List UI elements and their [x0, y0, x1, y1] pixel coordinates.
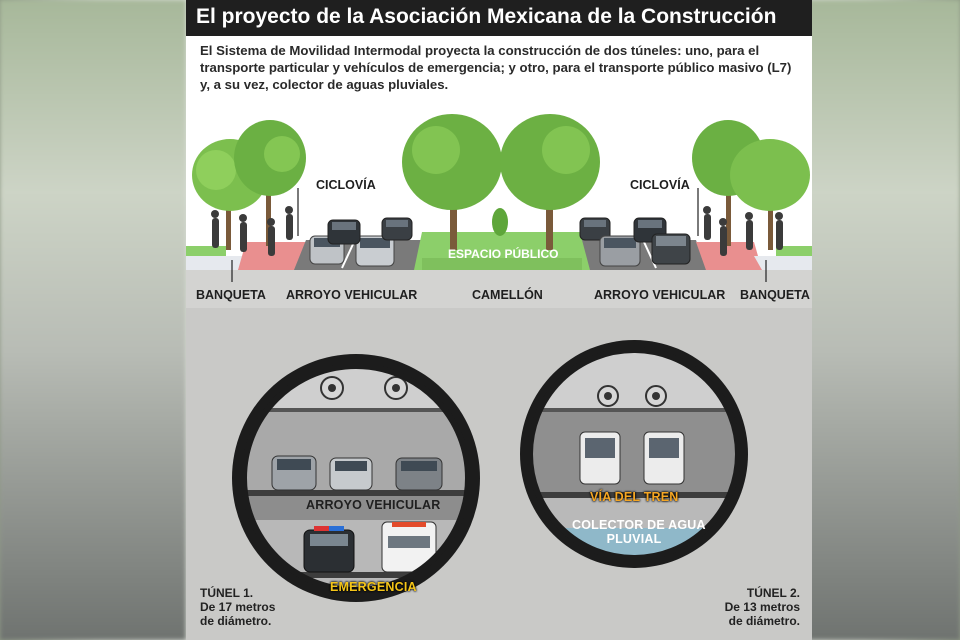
espacio-publico-label: ESPACIO PÚBLICO: [448, 247, 559, 261]
tunnel2-caption-line1: TÚNEL 2.: [746, 586, 800, 600]
infographic-panel: El proyecto de la Asociación Mexicana de…: [186, 0, 812, 640]
intro-paragraph: El Sistema de Movilidad Intermodal proye…: [200, 43, 792, 92]
street-cross-section: CICLOVÍA CICLOVÍA ESPACIO PÚBLICO BANQUE…: [186, 110, 812, 310]
tunnel2-lower-line2: PLUVIAL: [606, 532, 662, 546]
arroyo-left-label: ARROYO VEHICULAR: [286, 288, 418, 302]
tunnel2-upper-label: VÍA DEL TREN: [590, 490, 679, 504]
tree-right-group: [692, 120, 810, 250]
tunnel1-caption-line1: TÚNEL 1.: [200, 586, 254, 600]
tree-left-group: [192, 120, 306, 250]
tunnel1-lower-label: EMERGENCIA: [330, 580, 417, 594]
street-illustration: [186, 110, 812, 310]
tunnel2-caption-line2: De 13 metros: [724, 600, 800, 614]
ciclovia-right-label: CICLOVÍA: [630, 178, 690, 192]
tunnel1-caption-line2: De 17 metros: [200, 600, 276, 614]
camellon-label: CAMELLÓN: [472, 288, 543, 302]
tunnel2-lower-line1: COLECTOR DE AGUA: [572, 518, 706, 532]
tunnel2-caption-line3: de diámetro.: [728, 614, 800, 628]
title-bar: El proyecto de la Asociación Mexicana de…: [186, 0, 812, 36]
tunnel1-caption-line3: de diámetro.: [200, 614, 272, 628]
pedestrians-right: [703, 206, 783, 256]
page-title: El proyecto de la Asociación Mexicana de…: [196, 5, 777, 28]
tree-center-group: [402, 114, 600, 250]
tunnel1-upper-label: ARROYO VEHICULAR: [306, 498, 441, 512]
ciclovia-left-label: CICLOVÍA: [316, 178, 376, 192]
arroyo-right-label: ARROYO VEHICULAR: [594, 288, 726, 302]
tunnels-illustration: [232, 340, 748, 602]
cars-left: [309, 217, 413, 267]
tunnel2-lower-label: COLECTOR DE AGUA PLUVIAL: [572, 518, 706, 546]
banqueta-left-label: BANQUETA: [196, 288, 266, 302]
tunnel1-caption: TÚNEL 1. De 17 metros de diámetro.: [200, 586, 275, 628]
pedestrians-left: [211, 206, 293, 256]
left-photo-background: [0, 0, 186, 640]
underground-section: ARROYO VEHICULAR EMERGENCIA VÍA DEL TREN…: [186, 308, 812, 640]
banqueta-right-label: BANQUETA: [740, 288, 810, 302]
tunnel-1: [232, 354, 480, 602]
tunnel2-caption: TÚNEL 2. De 13 metros de diámetro.: [724, 586, 800, 628]
cars-right: [579, 217, 691, 267]
